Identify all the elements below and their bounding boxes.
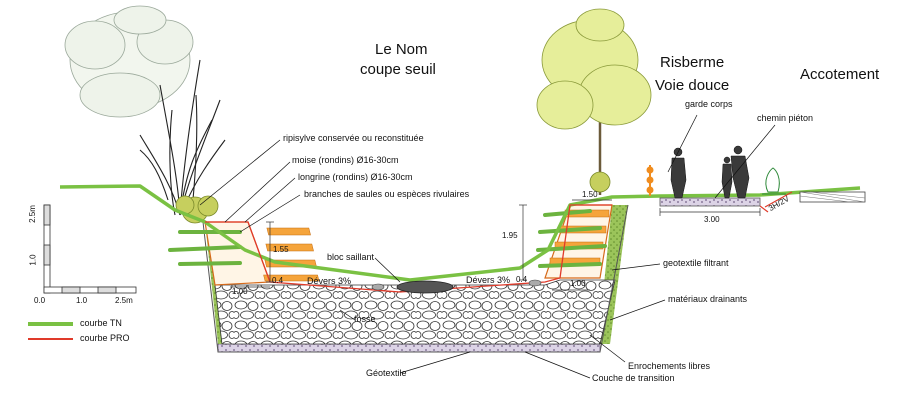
- label-materiaux-drainants: matériaux drainants: [668, 294, 748, 304]
- scale-bar: [43, 204, 137, 294]
- voie-douce-title: Voie douce: [655, 77, 730, 94]
- label-devers-left: Dévers 3%: [307, 276, 352, 286]
- label-geotextile-filtrant: geotextile filtrant: [663, 258, 729, 268]
- scale-h-zero: 0.0: [34, 296, 46, 305]
- right-shrub: [762, 167, 786, 195]
- label-chemin-pieton: chemin piéton: [757, 113, 814, 123]
- label-devers-right: Dévers 3%: [466, 275, 511, 285]
- dim-w-left-base: 1.00: [232, 287, 248, 296]
- accotement-title: Accotement: [800, 66, 880, 83]
- scale-v-mid: 1.0: [28, 254, 38, 266]
- projecting-boulder: [396, 280, 454, 294]
- risberme-title: Risberme: [660, 54, 725, 71]
- legend-tn-label: courbe TN: [80, 318, 122, 328]
- label-moise: moise (rondins) Ø16-30cm: [292, 155, 399, 165]
- label-geotextile: Géotextile: [366, 368, 407, 378]
- label-fosse: fosse: [354, 314, 376, 324]
- pedestrian-figures: [670, 145, 750, 199]
- main-title-line1: Le Nom: [375, 41, 428, 58]
- label-bloc-saillant: bloc saillant: [327, 252, 375, 262]
- dim-w-right-top: 1.50: [582, 190, 598, 199]
- right-tree: [536, 8, 652, 195]
- dimension-lines: [230, 199, 761, 291]
- label-enrochements: Enrochements libres: [628, 361, 711, 371]
- scale-h-mid: 1.0: [76, 296, 88, 305]
- pro-curve: [205, 204, 612, 293]
- left-tree: [64, 5, 194, 118]
- tn-curve: [59, 184, 861, 282]
- dim-h-left: 1.55: [273, 245, 289, 254]
- legend-tn-swatch: [28, 322, 73, 326]
- leader-lines: [199, 114, 776, 379]
- dim-w-path: 3.00: [704, 215, 720, 224]
- willow-branches: [168, 209, 607, 268]
- scale-h-end: 2.5m: [115, 296, 133, 305]
- legend-pro-swatch: [28, 338, 73, 340]
- dim-h-right: 1.95: [502, 231, 518, 240]
- label-garde-corps: garde corps: [685, 99, 733, 109]
- label-longrine: longrine (rondins) Ø16-30cm: [298, 172, 413, 182]
- label-ripisylve: ripisylve conservée ou reconstituée: [283, 133, 424, 143]
- legend-pro-label: courbe PRO: [80, 333, 130, 343]
- dim-w-right-small: 0.4: [516, 275, 528, 284]
- label-couche-transition: Couche de transition: [592, 373, 675, 383]
- scale-v-top: 2.5m: [27, 205, 37, 223]
- guard-rail: [646, 165, 654, 196]
- dim-w-right-base: 1.00: [570, 279, 586, 288]
- voie-douce: [659, 191, 866, 213]
- dim-w-left-small: 0.4: [272, 276, 284, 285]
- main-title-line2: coupe seuil: [360, 61, 436, 78]
- label-branches: branches de saules ou espèces rivulaires: [304, 189, 470, 199]
